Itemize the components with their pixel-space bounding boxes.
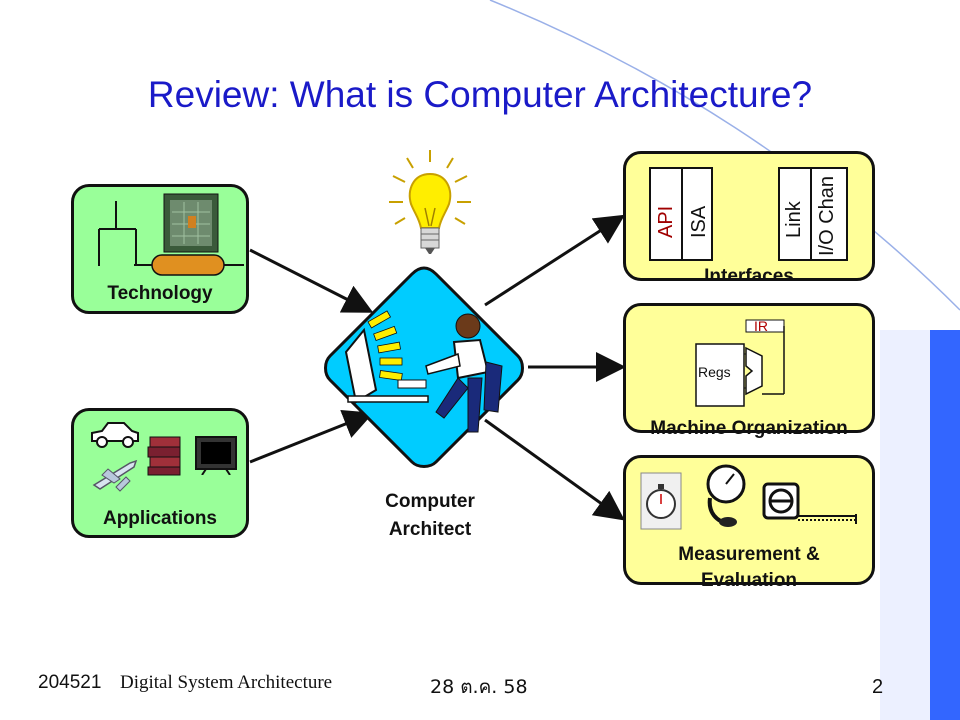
- resistor-icon: [134, 254, 244, 276]
- tape-measure-icon: [762, 482, 857, 524]
- lightbulb-icon: [389, 150, 471, 254]
- link-term: Link: [783, 201, 805, 238]
- page-number: 2: [872, 676, 884, 698]
- applications-label: Applications: [102, 508, 217, 529]
- interfaces-label: Interfaces: [704, 266, 794, 281]
- io-chan-term: I/O Chan: [816, 175, 838, 256]
- footer-course-name: Digital System Architecture: [120, 672, 333, 693]
- applications-box: Applications: [71, 408, 249, 538]
- measurement-box: Measurement & Evaluation: [623, 455, 875, 591]
- arrow-interfaces: [484, 214, 626, 307]
- footer-date: 28 ต.ค. 58: [430, 676, 528, 698]
- machine-organization-label: Machine Organization: [650, 418, 848, 439]
- arrow-applications: [249, 409, 374, 464]
- slide-title: Review: What is Computer Architecture?: [147, 74, 813, 115]
- arrow-measurement: [484, 418, 625, 521]
- interfaces-strip-right: [778, 167, 848, 261]
- television-icon: [195, 436, 237, 475]
- computer-architect-illustration: [324, 266, 524, 468]
- interfaces-box: API ISA Link I/O Chan Interfaces: [623, 151, 875, 281]
- computer-architect-caption: Computer Architect: [340, 488, 520, 544]
- datapath-diagram: [695, 319, 785, 407]
- caption-line-1: Computer: [385, 491, 475, 512]
- isa-term: ISA: [688, 205, 710, 238]
- car-icon: [91, 422, 139, 448]
- technology-label: Technology: [107, 283, 213, 304]
- caption-line-2: Architect: [388, 519, 472, 540]
- transistor-icon: [98, 201, 137, 266]
- machine-organization-box: IR Regs Machine Organization: [623, 303, 875, 439]
- arrow-technology: [249, 248, 374, 313]
- technology-box: Technology: [71, 184, 249, 314]
- measurement-label-line-1: Measurement &: [678, 544, 820, 565]
- blood-pressure-gauge-icon: [706, 464, 746, 527]
- api-term: API: [655, 205, 677, 238]
- measurement-label: Measurement & Evaluation: [626, 542, 872, 594]
- measurement-label-line-2: Evaluation: [700, 570, 798, 591]
- regs-label: Regs: [698, 364, 731, 380]
- interfaces-strip-divider-left: [681, 167, 683, 261]
- interfaces-strip-divider-right: [810, 167, 812, 261]
- ir-label: IR: [754, 318, 768, 334]
- stopwatch-icon: [640, 472, 682, 530]
- airplane-icon: [92, 459, 138, 492]
- footer-course-code: 204521: [38, 672, 102, 693]
- chip-icon: [163, 193, 219, 253]
- books-icon: [147, 436, 181, 476]
